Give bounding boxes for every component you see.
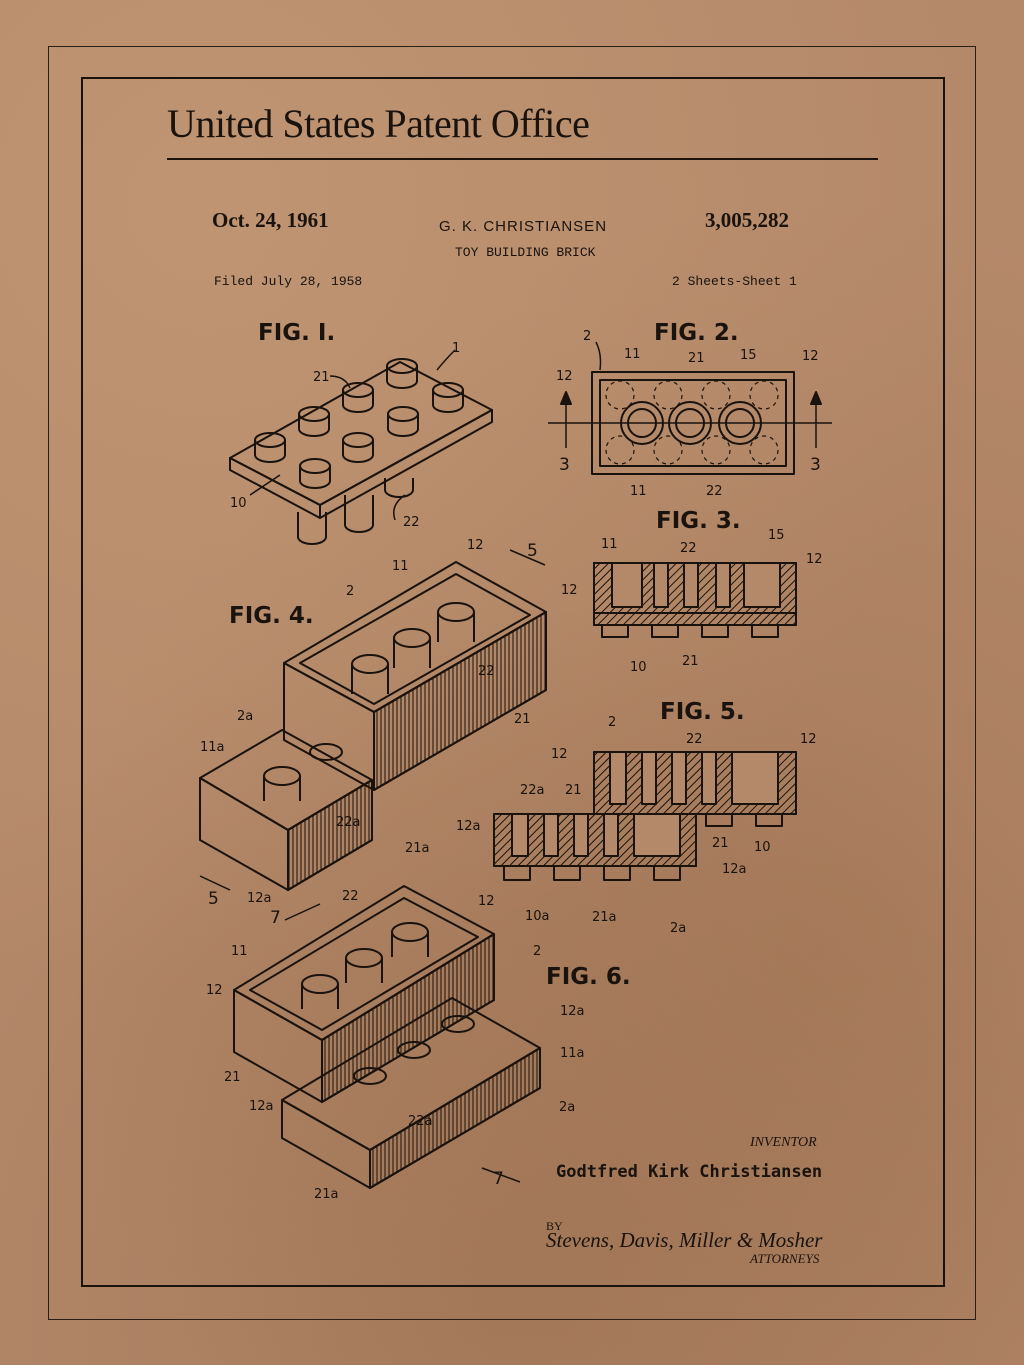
ref-22-fig2: 22 [706, 484, 723, 499]
ref-2a-fig5: 2a [670, 921, 686, 936]
ref-10a-fig5: 10a [525, 909, 550, 924]
ref-10-fig1: 10 [230, 496, 247, 511]
ref-15-fig2: 15 [740, 348, 757, 363]
attorney-signature: Stevens, Davis, Miller & Mosher [546, 1228, 823, 1252]
ref-2-fig2: 2 [583, 329, 591, 344]
inventor-full-name: Godtfred Kirk Christiansen [556, 1162, 823, 1182]
ref-1: 1 [452, 341, 460, 356]
ref-12-fig2-right: 12 [802, 349, 819, 364]
ref-2a-fig6: 2a [559, 1100, 575, 1115]
ref-12a-fig5-right: 12a [722, 862, 747, 877]
fig5-label: FIG. 5. [660, 699, 745, 725]
outer-border [48, 46, 976, 1320]
ref-10-fig5: 10 [754, 840, 771, 855]
ref-11-fig2: 11 [624, 347, 641, 362]
ref-5-bottom: 5 [208, 889, 219, 909]
ref-22a-fig5: 22a [520, 783, 545, 798]
fig6-label: FIG. 6. [546, 964, 631, 990]
ref-3-left: 3 [559, 455, 570, 475]
ref-22-fig4: 22 [478, 664, 495, 679]
office-title: United States Patent Office [167, 101, 590, 146]
ref-22-fig1: 22 [403, 515, 420, 530]
ref-21-fig5: 21 [565, 783, 582, 798]
filed-date: Filed July 28, 1958 [214, 274, 363, 289]
ref-21-fig2: 21 [688, 351, 705, 366]
inventor-role: INVENTOR [750, 1135, 817, 1150]
ref-12a-fig4: 12a [247, 891, 272, 906]
fig3-label: FIG. 3. [656, 508, 741, 534]
fig1-drawing [229, 349, 493, 545]
ref-7-bottom: 7 [493, 1169, 504, 1189]
ref-22-fig3: 22 [680, 541, 697, 556]
ref-12a-fig5-left: 12a [456, 819, 481, 834]
ref-22a-fig6: 22a [408, 1114, 433, 1129]
ref-22-fig5: 22 [686, 732, 703, 747]
ref-11-fig6: 11 [231, 944, 248, 959]
ref-12-fig3-right: 12 [806, 552, 823, 567]
sheet-count: 2 Sheets-Sheet 1 [672, 274, 797, 289]
fig2-drawing [548, 341, 832, 475]
ref-12a-fig6-left: 12a [249, 1099, 274, 1114]
fig2-label: FIG. 2. [654, 320, 739, 346]
patent-date: Oct. 24, 1961 [212, 208, 329, 232]
ref-7-top: 7 [270, 908, 281, 928]
ref-21-fig6: 21 [224, 1070, 241, 1085]
ref-2-fig6: 2 [533, 944, 541, 959]
ref-12-fig4: 12 [467, 538, 484, 553]
title-rule [167, 158, 878, 160]
ref-12-fig6-left: 12 [206, 983, 223, 998]
ref-2-fig4: 2 [346, 584, 354, 599]
ref-12-fig5-right: 12 [800, 732, 817, 747]
ref-11-fig3: 11 [601, 537, 618, 552]
invention-title: TOY BUILDING BRICK [455, 245, 596, 260]
ref-11a-fig4: 11a [200, 740, 225, 755]
ref-5-top: 5 [527, 541, 538, 561]
ref-12-fig3-left: 12 [561, 583, 578, 598]
ref-11-fig2-bottom: 11 [630, 484, 647, 499]
ref-21-fig4: 21 [514, 712, 531, 727]
ref-15-fig3: 15 [768, 528, 785, 543]
ref-3-right: 3 [810, 455, 821, 475]
ref-10-fig3: 10 [630, 660, 647, 675]
ref-21-fig3: 21 [682, 654, 699, 669]
patent-number: 3,005,282 [705, 208, 789, 232]
ref-12a-fig6-right: 12a [560, 1004, 585, 1019]
ref-22a-fig4: 22a [336, 815, 361, 830]
ref-21a-fig4: 21a [405, 841, 430, 856]
fig4-label: FIG. 4. [229, 603, 314, 629]
fig3-drawing [593, 562, 797, 638]
fig4-drawing [199, 549, 547, 891]
ref-2-fig5: 2 [608, 715, 616, 730]
ref-21-fig5-right: 21 [712, 836, 729, 851]
ref-21-fig1: 21 [313, 370, 330, 385]
ref-11a-fig6: 11a [560, 1046, 585, 1061]
ref-2a-fig4: 2a [237, 709, 253, 724]
ref-12-fig6-top: 12 [478, 894, 495, 909]
fig6-drawing [233, 885, 541, 1189]
ref-21a-fig5: 21a [592, 910, 617, 925]
fig5-drawing [493, 751, 797, 881]
fig1-label: FIG. I. [258, 320, 336, 346]
attorneys-label: ATTORNEYS [750, 1251, 820, 1266]
inventor-short-name: G. K. CHRISTIANSEN [439, 218, 608, 235]
ref-12-fig5-left: 12 [551, 747, 568, 762]
ref-12-fig2-left: 12 [556, 369, 573, 384]
by-label: BY [546, 1219, 563, 1233]
ref-11-fig4: 11 [392, 559, 409, 574]
inner-border [81, 77, 945, 1287]
ref-21a-fig6: 21a [314, 1187, 339, 1202]
ref-22-fig6: 22 [342, 889, 359, 904]
